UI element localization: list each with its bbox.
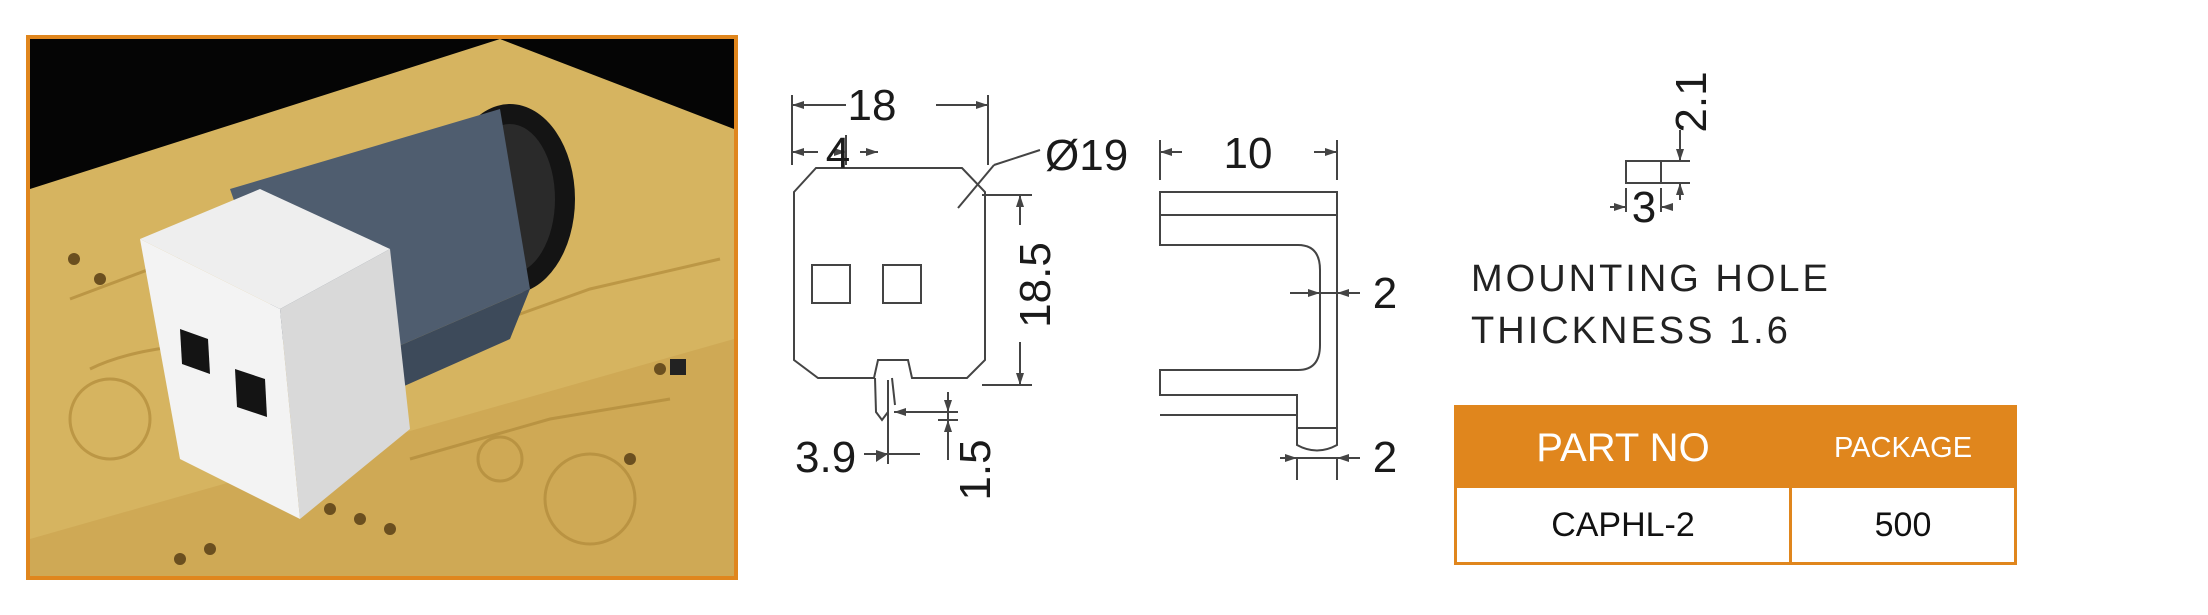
dim-depth: 10 [1224, 129, 1273, 178]
cell-part-no: CAPHL-2 [1551, 505, 1695, 544]
holder-hole-2 [235, 369, 267, 417]
header-part-no: PART NO [1536, 425, 1710, 470]
product-photo [26, 35, 738, 580]
table-header [1457, 408, 2014, 488]
part-table: PART NO PACKAGE CAPHL-2 500 [1454, 405, 2017, 565]
dim-hole-width: 3 [1632, 183, 1656, 232]
cell-package: 500 [1874, 505, 1932, 544]
dim-hole-height: 2.1 [1667, 71, 1716, 132]
table-divider [1789, 488, 1792, 562]
holder-top [140, 189, 390, 309]
dim-height: 18.5 [1011, 242, 1060, 328]
header-package: PACKAGE [1833, 431, 1973, 464]
holder-side [280, 249, 410, 519]
dim-tab: 2 [1373, 433, 1397, 482]
dim-lead-length: 1.5 [951, 439, 1000, 500]
holder-front [140, 239, 300, 519]
dim-width: 18 [848, 81, 897, 130]
thickness-note: THICKNESS 1.6 [1471, 310, 1791, 352]
dim-diameter: Ø19 [1045, 131, 1128, 180]
mounting-hole-note: MOUNTING HOLE [1471, 258, 1831, 300]
dim-wall: 2 [1373, 269, 1397, 318]
holder-hole-1 [180, 329, 210, 374]
capacitor-holder-photo [30, 39, 734, 576]
technical-drawing: 18 4 Ø19 18.5 3.9 1.5 10 2 2 2.1 3 [791, 71, 1716, 501]
dim-lead-offset: 3.9 [795, 433, 856, 482]
dim-hole-offset: 4 [826, 129, 850, 178]
side-view [1159, 140, 1360, 480]
